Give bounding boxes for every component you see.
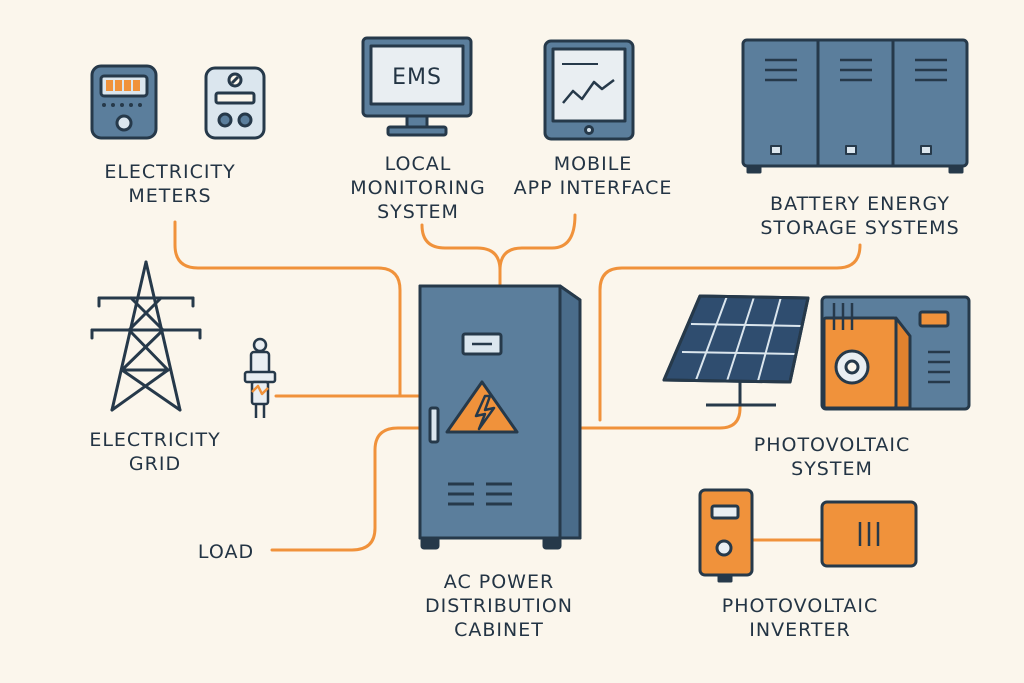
label-photovoltaic-inverter: PHOTOVOLTAIC INVERTER [722, 594, 879, 642]
solar-panel-icon [662, 294, 810, 407]
label-line: GRID [128, 453, 182, 475]
connection-lines [173, 213, 862, 552]
label-line: BATTERY ENERGY [770, 193, 950, 215]
label-line: DISTRIBUTION [424, 595, 574, 617]
label-line: MONITORING [350, 177, 486, 199]
label-line: ELECTRICITY [89, 429, 221, 451]
tablet-icon [543, 39, 635, 141]
label-line: INVERTER [749, 619, 851, 641]
transmission-tower-icon [90, 260, 202, 412]
label-line: MOBILE [553, 153, 633, 175]
label-electricity-meters: ELECTRICITY METERS [104, 160, 235, 208]
line-meters [173, 220, 402, 397]
line-monitoring [420, 223, 502, 287]
label-line: STORAGE SYSTEMS [760, 217, 960, 239]
label-line: PHOTOVOLTAIC [721, 595, 879, 617]
label-line: CABINET [454, 619, 544, 641]
label-line: APP INTERFACE [513, 177, 673, 199]
label-line: AC POWER [443, 571, 555, 593]
label-load: LOAD [198, 540, 254, 564]
line-load [270, 426, 422, 552]
label-line: ELECTRICITY [104, 161, 236, 183]
label-line: LOCAL [384, 153, 452, 175]
label-battery-storage: BATTERY ENERGY STORAGE SYSTEMS [760, 192, 959, 240]
label-line: SYSTEM [377, 201, 459, 223]
high-voltage-warning-icon [445, 380, 519, 434]
label-line: PHOTOVOLTAIC [753, 434, 911, 456]
label-local-monitoring: LOCAL MONITORING SYSTEM [350, 152, 485, 224]
battery-rack-icon [741, 38, 969, 174]
ems-screen-text: EMS [392, 65, 442, 90]
insulator-icon [243, 337, 277, 418]
label-line: SYSTEM [791, 458, 873, 480]
electricity-meter-icon [90, 64, 266, 140]
line-mobile [498, 213, 577, 272]
pv-storage-unit-icon [820, 295, 971, 411]
label-mobile-app: MOBILE APP INTERFACE [514, 152, 673, 200]
label-line: METERS [128, 185, 212, 207]
label-photovoltaic-system: PHOTOVOLTAIC SYSTEM [754, 433, 911, 481]
label-line: LOAD [197, 541, 255, 563]
ems-monitor-icon [361, 36, 473, 137]
line-battery [598, 243, 862, 422]
label-ac-cabinet: AC POWER DISTRIBUTION CABINET [425, 570, 573, 642]
line-pv [580, 388, 742, 430]
label-electricity-grid: ELECTRICITY GRID [89, 428, 220, 476]
inverter-icon [698, 488, 918, 583]
